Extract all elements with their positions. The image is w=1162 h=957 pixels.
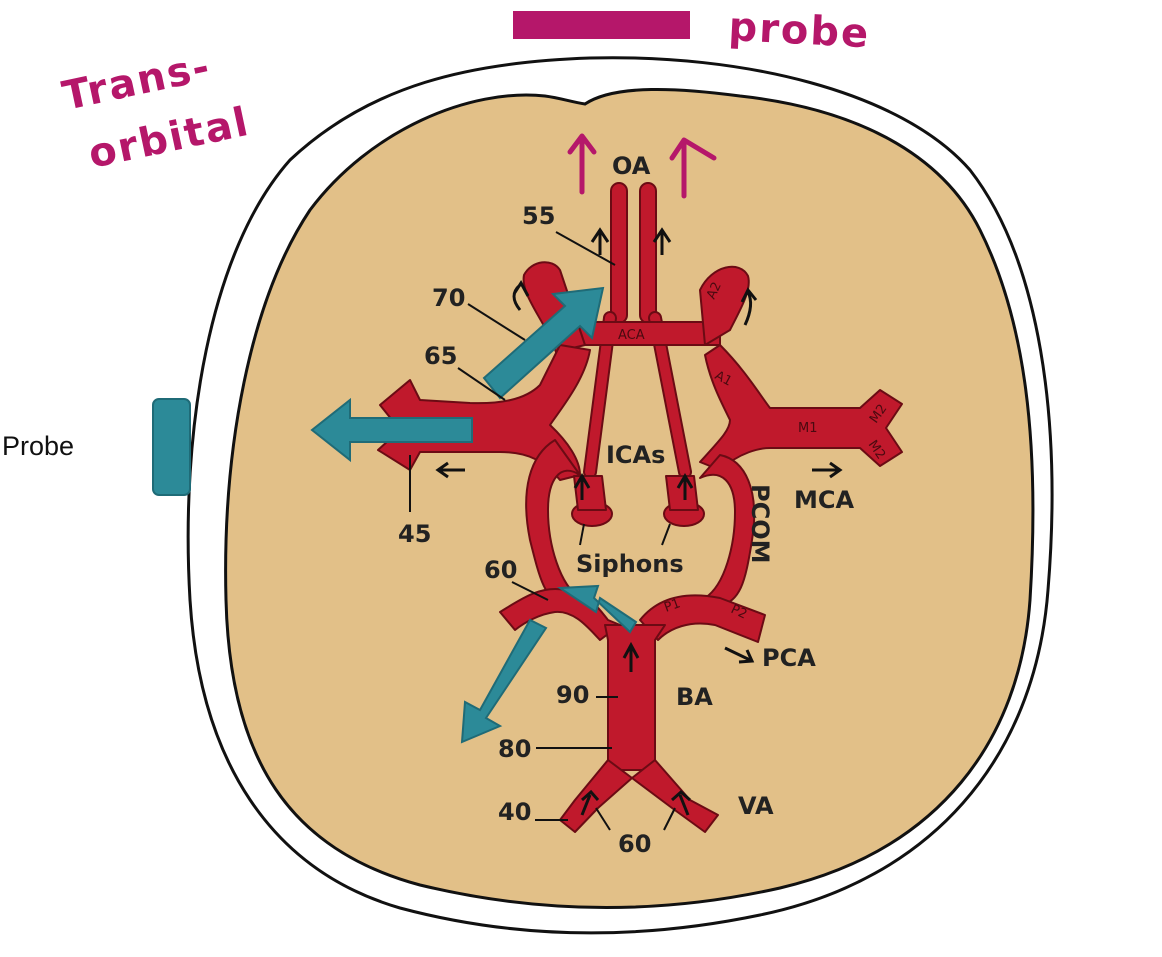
oa-left-tube: [610, 182, 628, 324]
flow-arrows: [435, 227, 843, 816]
label-p1: P1: [662, 596, 682, 616]
label-aca: ACA: [618, 328, 645, 343]
depth-65: 65: [424, 342, 457, 370]
label-p2: P2: [728, 602, 749, 622]
orbital-arrow-right: [669, 137, 717, 199]
mca-right: [699, 344, 903, 471]
transorbital-line1: Trans-: [59, 43, 216, 119]
beam-va: [460, 618, 548, 744]
side-probe: [152, 398, 191, 496]
depth-60-bottom: 60: [618, 830, 651, 858]
depth-70: 70: [432, 284, 465, 312]
label-pca: PCA: [762, 644, 816, 672]
label-pcom: PCOM: [746, 484, 774, 564]
label-va: VA: [738, 792, 774, 820]
beam-pca: [556, 584, 638, 634]
oa-right-tube: [639, 182, 657, 324]
label-oa: OA: [612, 152, 651, 180]
depth-45: 45: [398, 520, 431, 548]
label-ba: BA: [676, 683, 713, 711]
arteries: [377, 182, 903, 833]
depth-80: 80: [498, 735, 531, 763]
label-a1: A1: [712, 368, 734, 389]
brain-area: [224, 87, 1035, 909]
orbital-arrow-left: [567, 133, 597, 195]
depth-90: 90: [556, 681, 589, 709]
label-icas: ICAs: [606, 441, 665, 469]
beam-aca: [482, 286, 605, 400]
top-probe-label: probe: [727, 4, 871, 57]
leader-lines: [409, 231, 676, 831]
depth-55: 55: [522, 202, 555, 230]
a2-right: [699, 265, 750, 346]
label-m1: M1: [798, 421, 818, 436]
top-probe: [513, 11, 690, 39]
side-probe-label: Probe: [2, 431, 74, 461]
depth-60-left: 60: [484, 556, 517, 584]
beams: [310, 286, 638, 744]
pca-right: [639, 594, 766, 643]
beam-mca: [310, 397, 473, 463]
label-siphons: Siphons: [576, 550, 684, 578]
orbital-arrows: [567, 133, 717, 199]
label-a2: A2: [704, 280, 725, 302]
depth-40: 40: [498, 798, 531, 826]
label-mca: MCA: [794, 486, 854, 514]
mca-left: [377, 344, 591, 481]
